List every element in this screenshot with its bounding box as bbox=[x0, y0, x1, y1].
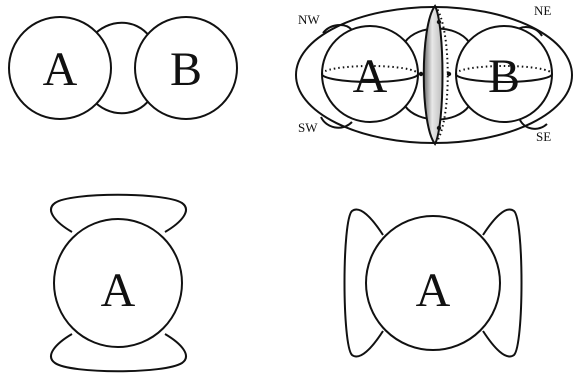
bottom-loop bbox=[50, 333, 187, 373]
top-loop bbox=[50, 193, 187, 233]
separating-disk bbox=[422, 4, 444, 146]
label-a: A bbox=[353, 50, 388, 103]
panel-top-right: A B NW NE SW SE bbox=[295, 3, 573, 146]
label-ne: NE bbox=[534, 3, 551, 18]
equator-b-front bbox=[455, 73, 553, 83]
label-se: SE bbox=[536, 129, 551, 144]
sphere-a bbox=[8, 16, 112, 120]
panel-bottom-left: A bbox=[50, 193, 187, 373]
label-a: A bbox=[43, 43, 78, 96]
disk-dot-right bbox=[446, 71, 452, 77]
label-nw: NW bbox=[298, 12, 320, 27]
sphere-b bbox=[134, 16, 238, 120]
sphere-a bbox=[53, 218, 183, 348]
panel-top-left: A B bbox=[8, 16, 238, 120]
left-loop bbox=[343, 208, 384, 358]
label-b: B bbox=[170, 43, 202, 96]
arc-nw bbox=[322, 24, 353, 34]
arc-se bbox=[518, 117, 548, 130]
disk-dot-left bbox=[418, 71, 424, 77]
disk-dot-bottom bbox=[436, 125, 442, 131]
right-loop bbox=[482, 208, 523, 358]
label-sw: SW bbox=[298, 120, 318, 135]
equator-a-back bbox=[321, 65, 419, 75]
sphere-a bbox=[365, 215, 501, 351]
panel-bottom-right: A bbox=[343, 208, 523, 358]
arc-sw bbox=[320, 116, 353, 129]
label-b: B bbox=[488, 50, 520, 103]
equator-b-back bbox=[455, 65, 553, 75]
label-a: A bbox=[416, 264, 451, 317]
equator-a-front bbox=[321, 73, 419, 83]
label-a: A bbox=[101, 264, 136, 317]
disk-dot-top bbox=[436, 19, 442, 25]
disk-back-edge bbox=[434, 5, 449, 145]
